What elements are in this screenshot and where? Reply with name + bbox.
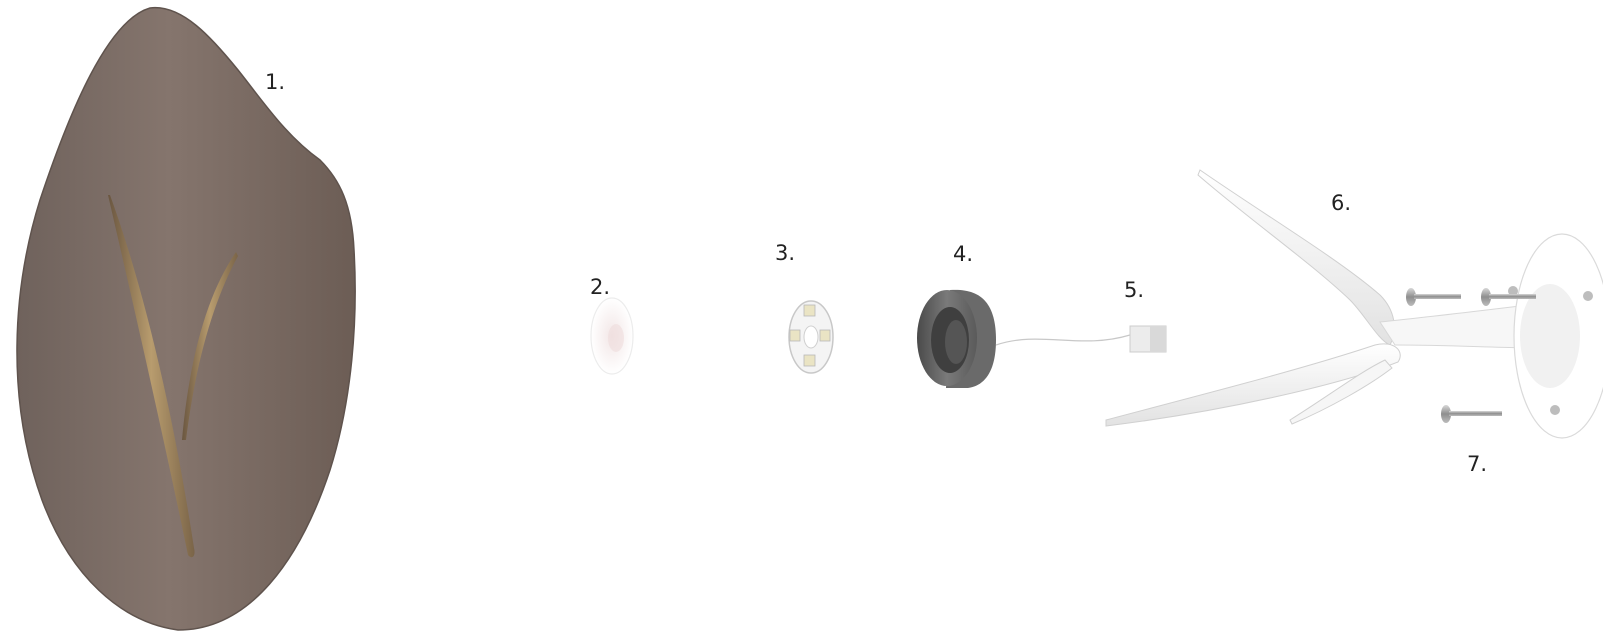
screw-bottom	[1441, 405, 1502, 423]
part-label-4: 4.	[953, 244, 973, 265]
part-label-5: 5.	[1124, 280, 1144, 301]
part-label-1: 1.	[265, 72, 285, 93]
diffuser-lens-icon	[591, 298, 633, 374]
part-label-7: 7.	[1467, 454, 1487, 475]
part-label-3: 3.	[775, 243, 795, 264]
driver-block-icon	[1130, 326, 1166, 352]
leaf-shade-icon	[17, 8, 355, 630]
arm-bracket-icon	[1106, 170, 1603, 438]
housing-cup-icon	[917, 290, 1130, 388]
part-label-2: 2.	[590, 277, 610, 298]
screw-top-left	[1406, 288, 1461, 306]
led-board-icon	[789, 301, 833, 373]
part-label-6: 6.	[1331, 193, 1351, 214]
